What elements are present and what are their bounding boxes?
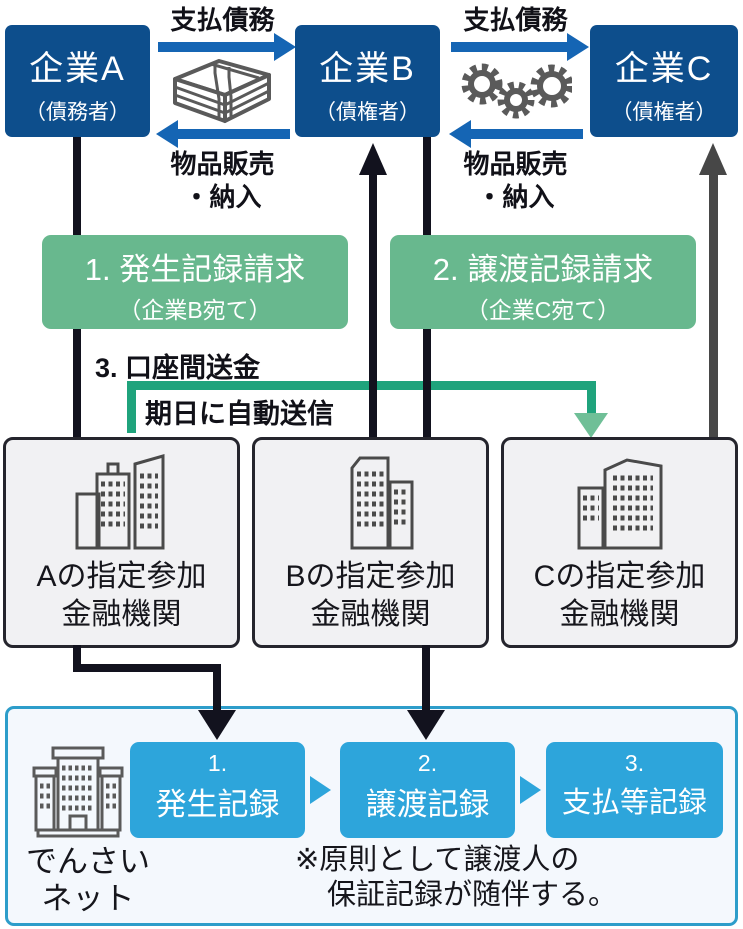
- payment-obligation-label-bc: 支払債務: [463, 5, 568, 35]
- goods-sale-label-ab: 物品販売 ・納入: [150, 148, 295, 213]
- request-2-transfer-record: 2. 譲渡記録請求 （企業C宛て）: [390, 235, 696, 329]
- record-2-number: 2.: [417, 750, 438, 776]
- densai-net-label: でんさい ネット: [18, 843, 158, 917]
- request-1-occurrence-record: 1. 発生記録請求 （企業B宛て）: [42, 235, 348, 329]
- bank-b-box: Bの指定参加 金融機関: [252, 437, 489, 648]
- bank-a-building-icon: [6, 452, 237, 554]
- guarantee-note-line2: 保証記録が随伴する。: [327, 879, 618, 912]
- goods-sale-line1: 物品販売: [170, 149, 275, 179]
- arrow-bank-b-to-company-b: [369, 172, 377, 439]
- green-line-right-vertical: [587, 381, 596, 415]
- green-line-horizontal: [127, 381, 596, 390]
- arrow-payment-a-to-b: [158, 42, 276, 52]
- bank-a-box: Aの指定参加 金融機関: [3, 437, 240, 648]
- line-bank-a-down: [73, 645, 81, 672]
- record-3-number: 3.: [624, 750, 645, 776]
- company-b-role: （債権者）: [315, 101, 420, 124]
- bank-c-label: Cの指定参加 金融機関: [504, 558, 735, 635]
- goods-sale-label-bc: 物品販売 ・納入: [443, 148, 588, 213]
- record-3-box: 3. 支払等記録: [546, 742, 723, 838]
- bank-a-label-line1: Aの指定参加: [36, 560, 207, 593]
- gears-icon: [460, 52, 572, 128]
- auto-send-label: 期日に自動送信: [145, 399, 334, 429]
- line-bank-a-elbow: [73, 664, 221, 672]
- arrowhead-bank-b-to-company-b: [359, 143, 387, 175]
- bank-b-label-line1: Bの指定参加: [285, 560, 456, 593]
- bank-b-building-icon: [255, 452, 486, 554]
- arrowhead-to-record-2: [407, 710, 445, 740]
- arrowhead-bank-c-to-company-c: [699, 143, 727, 175]
- company-b-name: 企業B: [319, 50, 416, 88]
- green-line-left-vertical: [127, 381, 136, 433]
- bank-a-label: Aの指定参加 金融機関: [6, 558, 237, 635]
- company-c-role: （債権者）: [611, 101, 717, 124]
- arrow-goods-c-to-b: [470, 129, 583, 139]
- guarantee-note: ※原則として譲渡人の 保証記録が随伴する。: [295, 843, 725, 914]
- arrowhead-payment-a-to-b: [274, 33, 296, 61]
- arrow-bank-c-to-company-c: [709, 172, 718, 439]
- bank-a-label-line2: 金融機関: [61, 598, 182, 632]
- company-a-role: （債務者）: [25, 101, 130, 124]
- bank-b-label-line2: 金融機関: [310, 598, 431, 632]
- arrow-bank-a-to-record-1: [213, 664, 221, 714]
- arrow-goods-b-to-a: [177, 129, 290, 139]
- company-a-box: 企業A （債務者）: [5, 25, 150, 137]
- arrowhead-payment-b-to-c: [567, 33, 589, 61]
- record-arrow-2-3: [520, 776, 541, 804]
- payment-obligation-label-ab: 支払債務: [170, 5, 275, 35]
- company-b-box: 企業B （債権者）: [295, 25, 440, 137]
- arrowhead-to-record-1: [198, 710, 236, 740]
- arrowhead-goods-c-to-b: [449, 120, 471, 148]
- densai-net-label-line1: でんさい: [26, 844, 150, 879]
- company-c-name: 企業C: [614, 50, 714, 88]
- record-1-number: 1.: [207, 750, 228, 776]
- goods-sale-line2: ・納入: [476, 181, 555, 212]
- goods-sale-line1: 物品販売: [463, 149, 568, 179]
- request-2-subtitle: （企業C宛て）: [465, 297, 621, 323]
- bank-c-label-line2: 金融機関: [559, 598, 680, 632]
- arrow-payment-b-to-c: [451, 42, 569, 52]
- company-a-name: 企業A: [29, 50, 126, 88]
- densai-net-building-icon: [28, 740, 128, 840]
- record-3-label: 支払等記録: [561, 787, 707, 819]
- densai-net-label-line2: ネット: [41, 881, 135, 917]
- record-2-box: 2. 譲渡記録: [340, 742, 515, 838]
- account-transfer-label: 3. 口座間送金: [95, 353, 261, 383]
- green-arrowhead-to-bank-c: [574, 413, 608, 438]
- goods-sale-line2: ・納入: [183, 181, 262, 212]
- arrow-bank-b-to-record-2: [422, 645, 430, 714]
- guarantee-note-line1: ※原則として譲渡人の: [295, 844, 580, 876]
- bank-c-label-line1: Cの指定参加: [533, 560, 706, 593]
- request-2-title: 2. 譲渡記録請求: [432, 252, 654, 287]
- bank-c-building-icon: [504, 452, 735, 554]
- record-arrow-1-2: [310, 776, 331, 804]
- request-1-subtitle: （企業B宛て）: [118, 297, 272, 323]
- company-c-box: 企業C （債権者）: [590, 25, 738, 137]
- record-1-box: 1. 発生記録: [130, 742, 305, 838]
- record-2-label: 譲渡記録: [365, 787, 490, 822]
- arrowhead-goods-b-to-a: [156, 120, 178, 148]
- bank-c-box: Cの指定参加 金融機関: [501, 437, 738, 648]
- money-bundle-icon: [167, 55, 277, 125]
- record-1-label: 発生記録: [155, 787, 280, 822]
- bank-b-label: Bの指定参加 金融機関: [255, 558, 486, 635]
- request-1-title: 1. 発生記録請求: [84, 252, 306, 287]
